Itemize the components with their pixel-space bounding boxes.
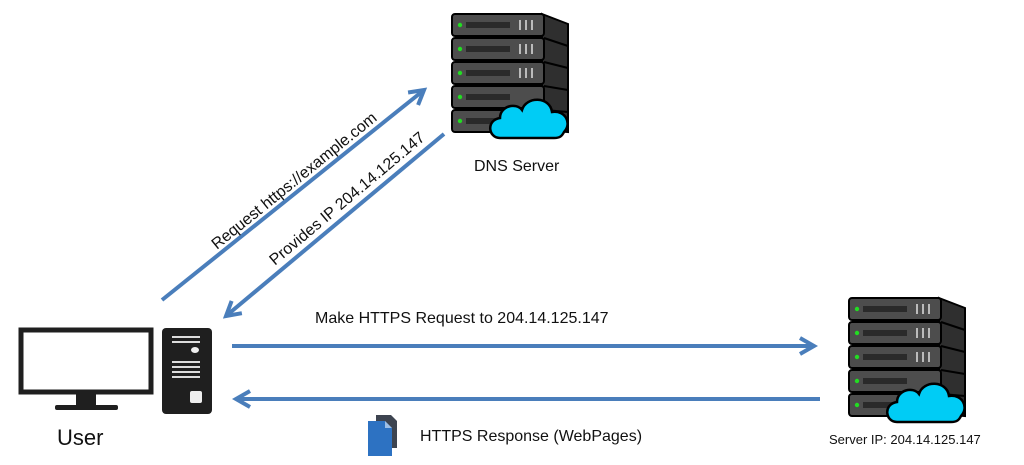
- web-server-label: Server IP: 204.14.125.147: [829, 432, 981, 447]
- arrow-request-dns: [160, 87, 428, 302]
- web-server-icon: [847, 296, 967, 424]
- https-request-label: Make HTTPS Request to 204.14.125.147: [315, 310, 609, 327]
- https-response-label: HTTPS Response (WebPages): [420, 428, 643, 445]
- dns-server-label: DNS Server: [474, 158, 560, 175]
- dns-server-icon: [450, 12, 570, 140]
- desktop-computer-icon: [18, 327, 212, 414]
- arrow-dns-reply: [222, 132, 446, 319]
- documents-icon: [368, 415, 397, 456]
- user-label: User: [57, 425, 104, 450]
